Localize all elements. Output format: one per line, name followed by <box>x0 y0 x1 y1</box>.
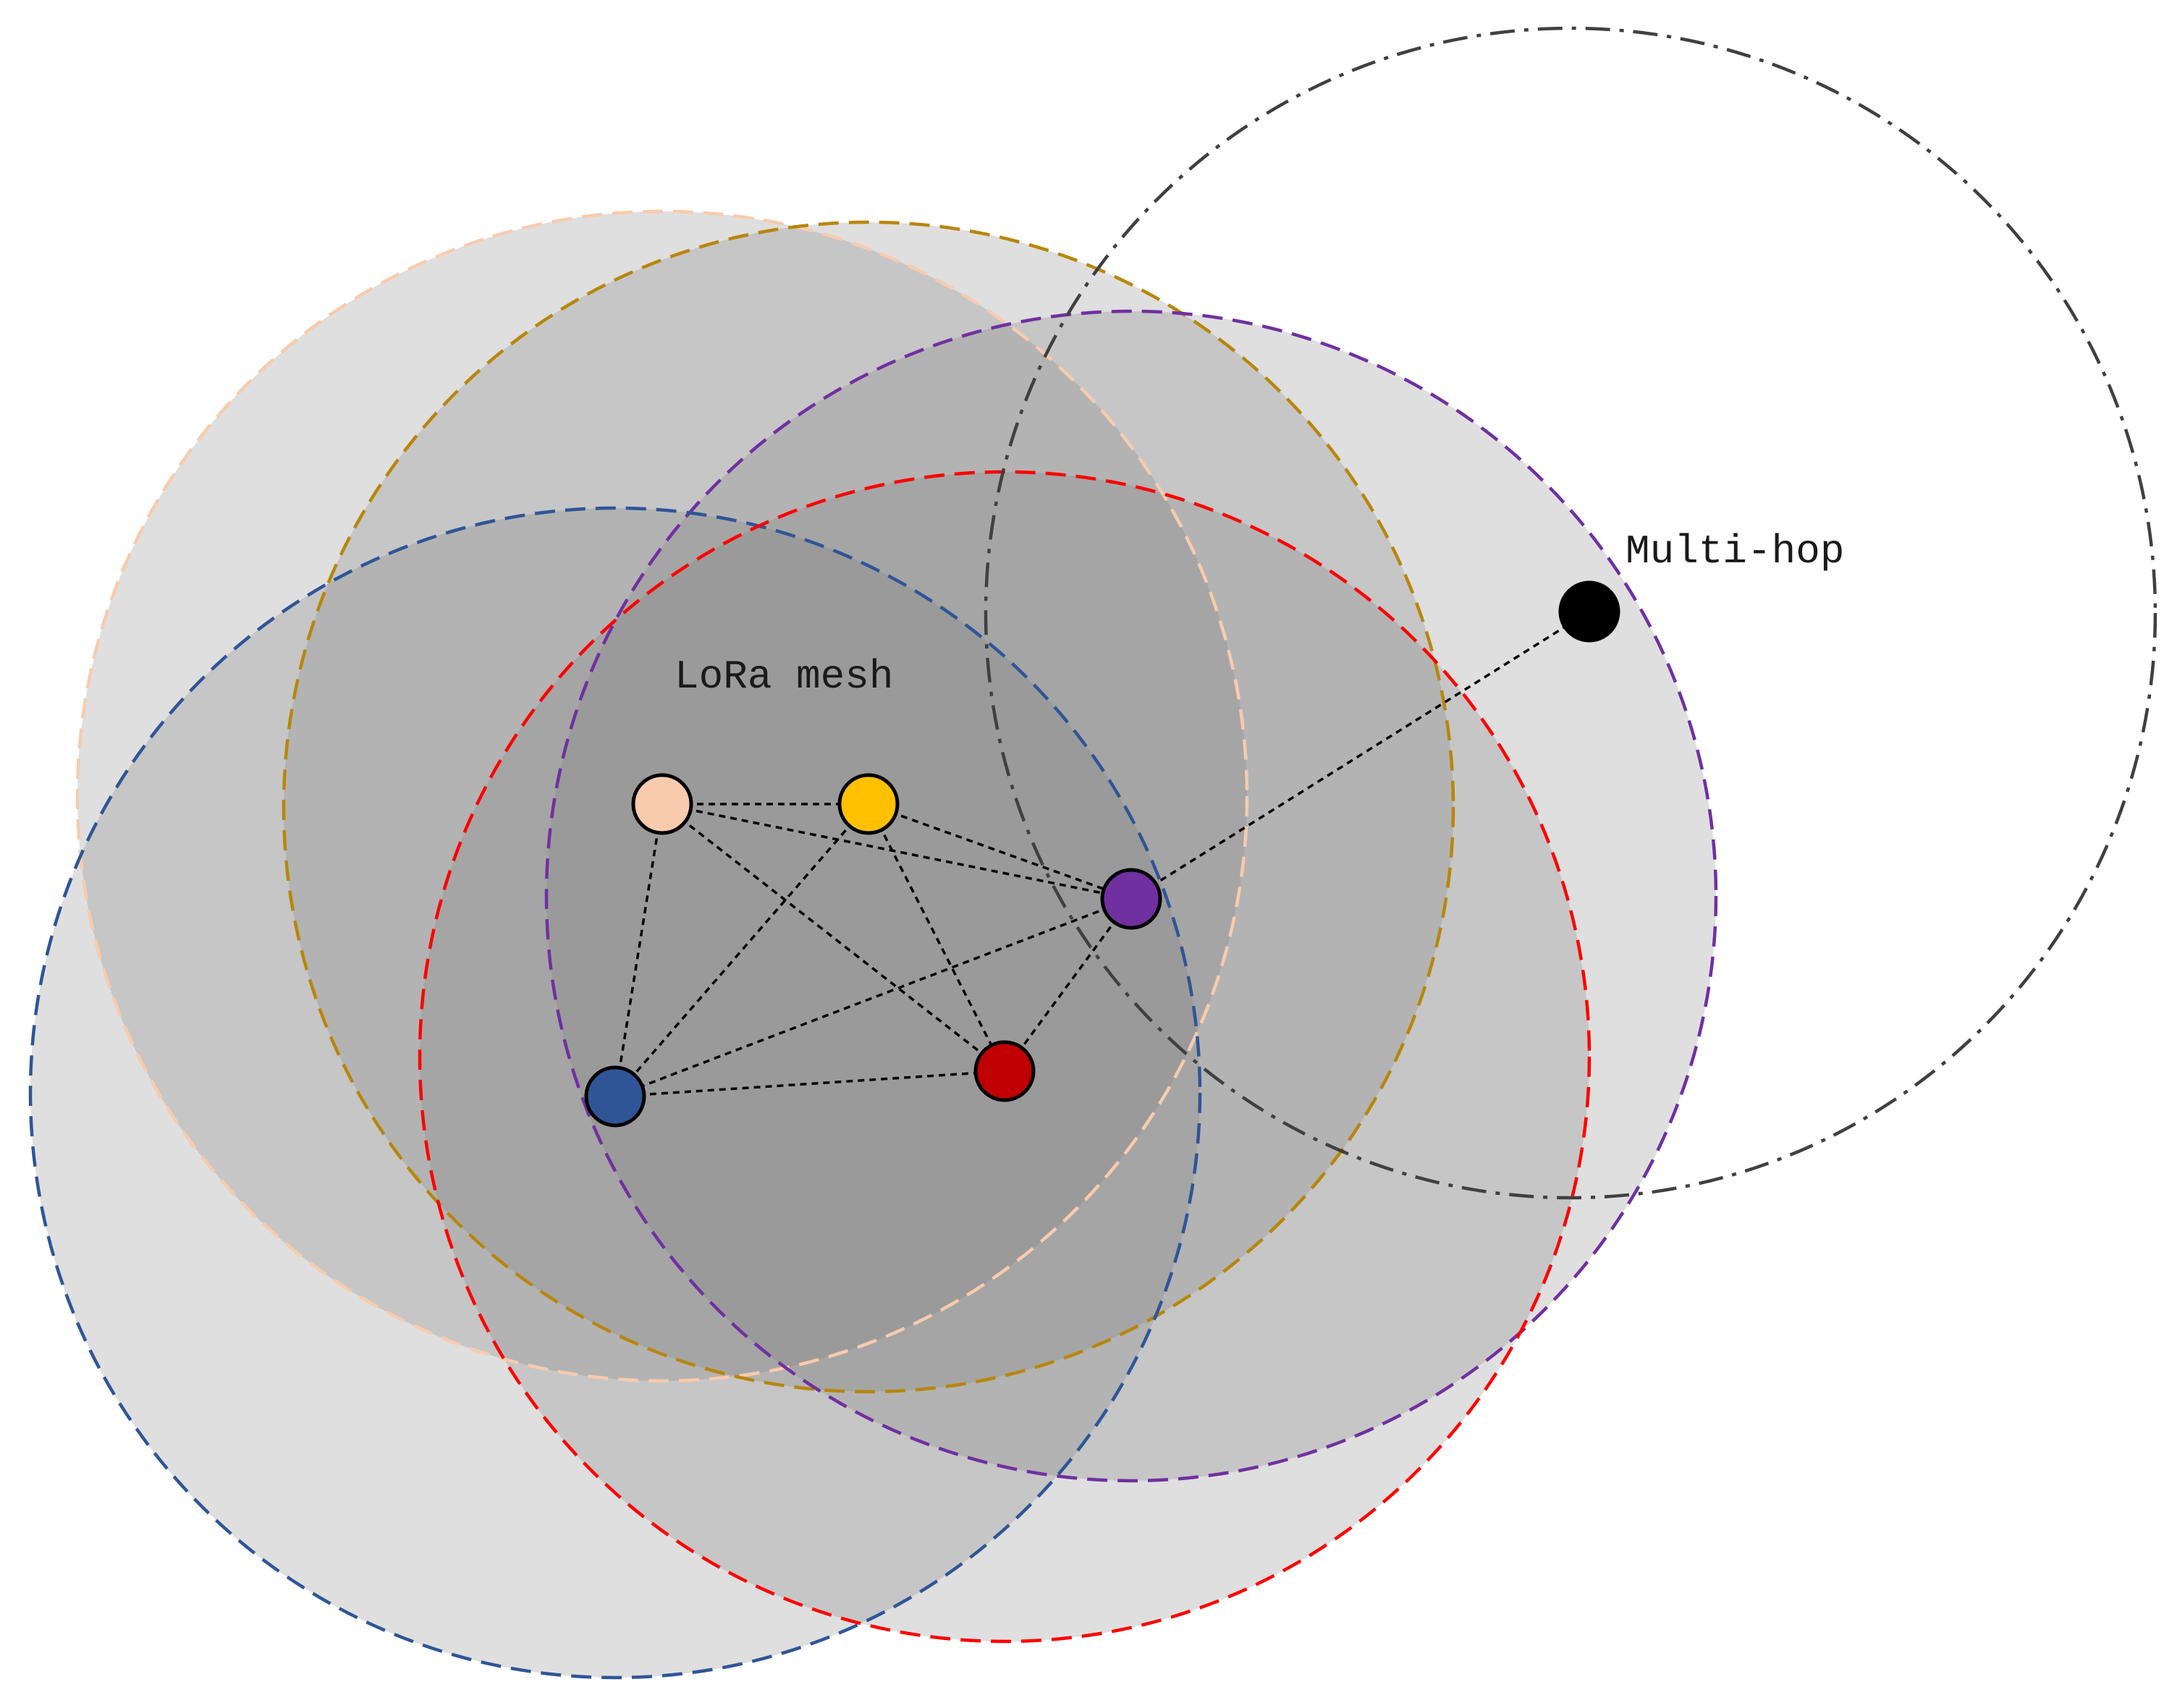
range-outline-multihop <box>984 26 2157 1200</box>
link-yellow-red <box>867 803 1006 1072</box>
range-outline-purple <box>544 309 1718 1483</box>
range-outline-blue <box>28 506 1202 1680</box>
node-purple <box>1100 868 1162 930</box>
range-fills <box>30 211 1716 1678</box>
link-peach-purple <box>661 803 1132 900</box>
node-peach <box>631 773 693 835</box>
link-peach-blue <box>614 803 664 1097</box>
mesh-label: LoRa mesh <box>675 654 893 700</box>
link-purple-black <box>1130 610 1590 900</box>
link-yellow-purple <box>868 803 1132 900</box>
mesh-links <box>614 610 1590 1098</box>
mesh-nodes <box>584 580 1620 1128</box>
node-black <box>1558 580 1620 643</box>
link-blue-red <box>614 1070 1005 1098</box>
node-yellow <box>837 773 900 835</box>
node-blue <box>584 1065 646 1128</box>
link-peach-red <box>661 803 1006 1073</box>
node-red <box>973 1040 1036 1102</box>
link-purple-red <box>1003 897 1133 1073</box>
range-outline-yellow <box>282 220 1455 1394</box>
multihop-label: Multi-hop <box>1626 528 1844 575</box>
range-outlines <box>28 26 2157 1680</box>
range-outline-peach <box>75 209 1249 1383</box>
